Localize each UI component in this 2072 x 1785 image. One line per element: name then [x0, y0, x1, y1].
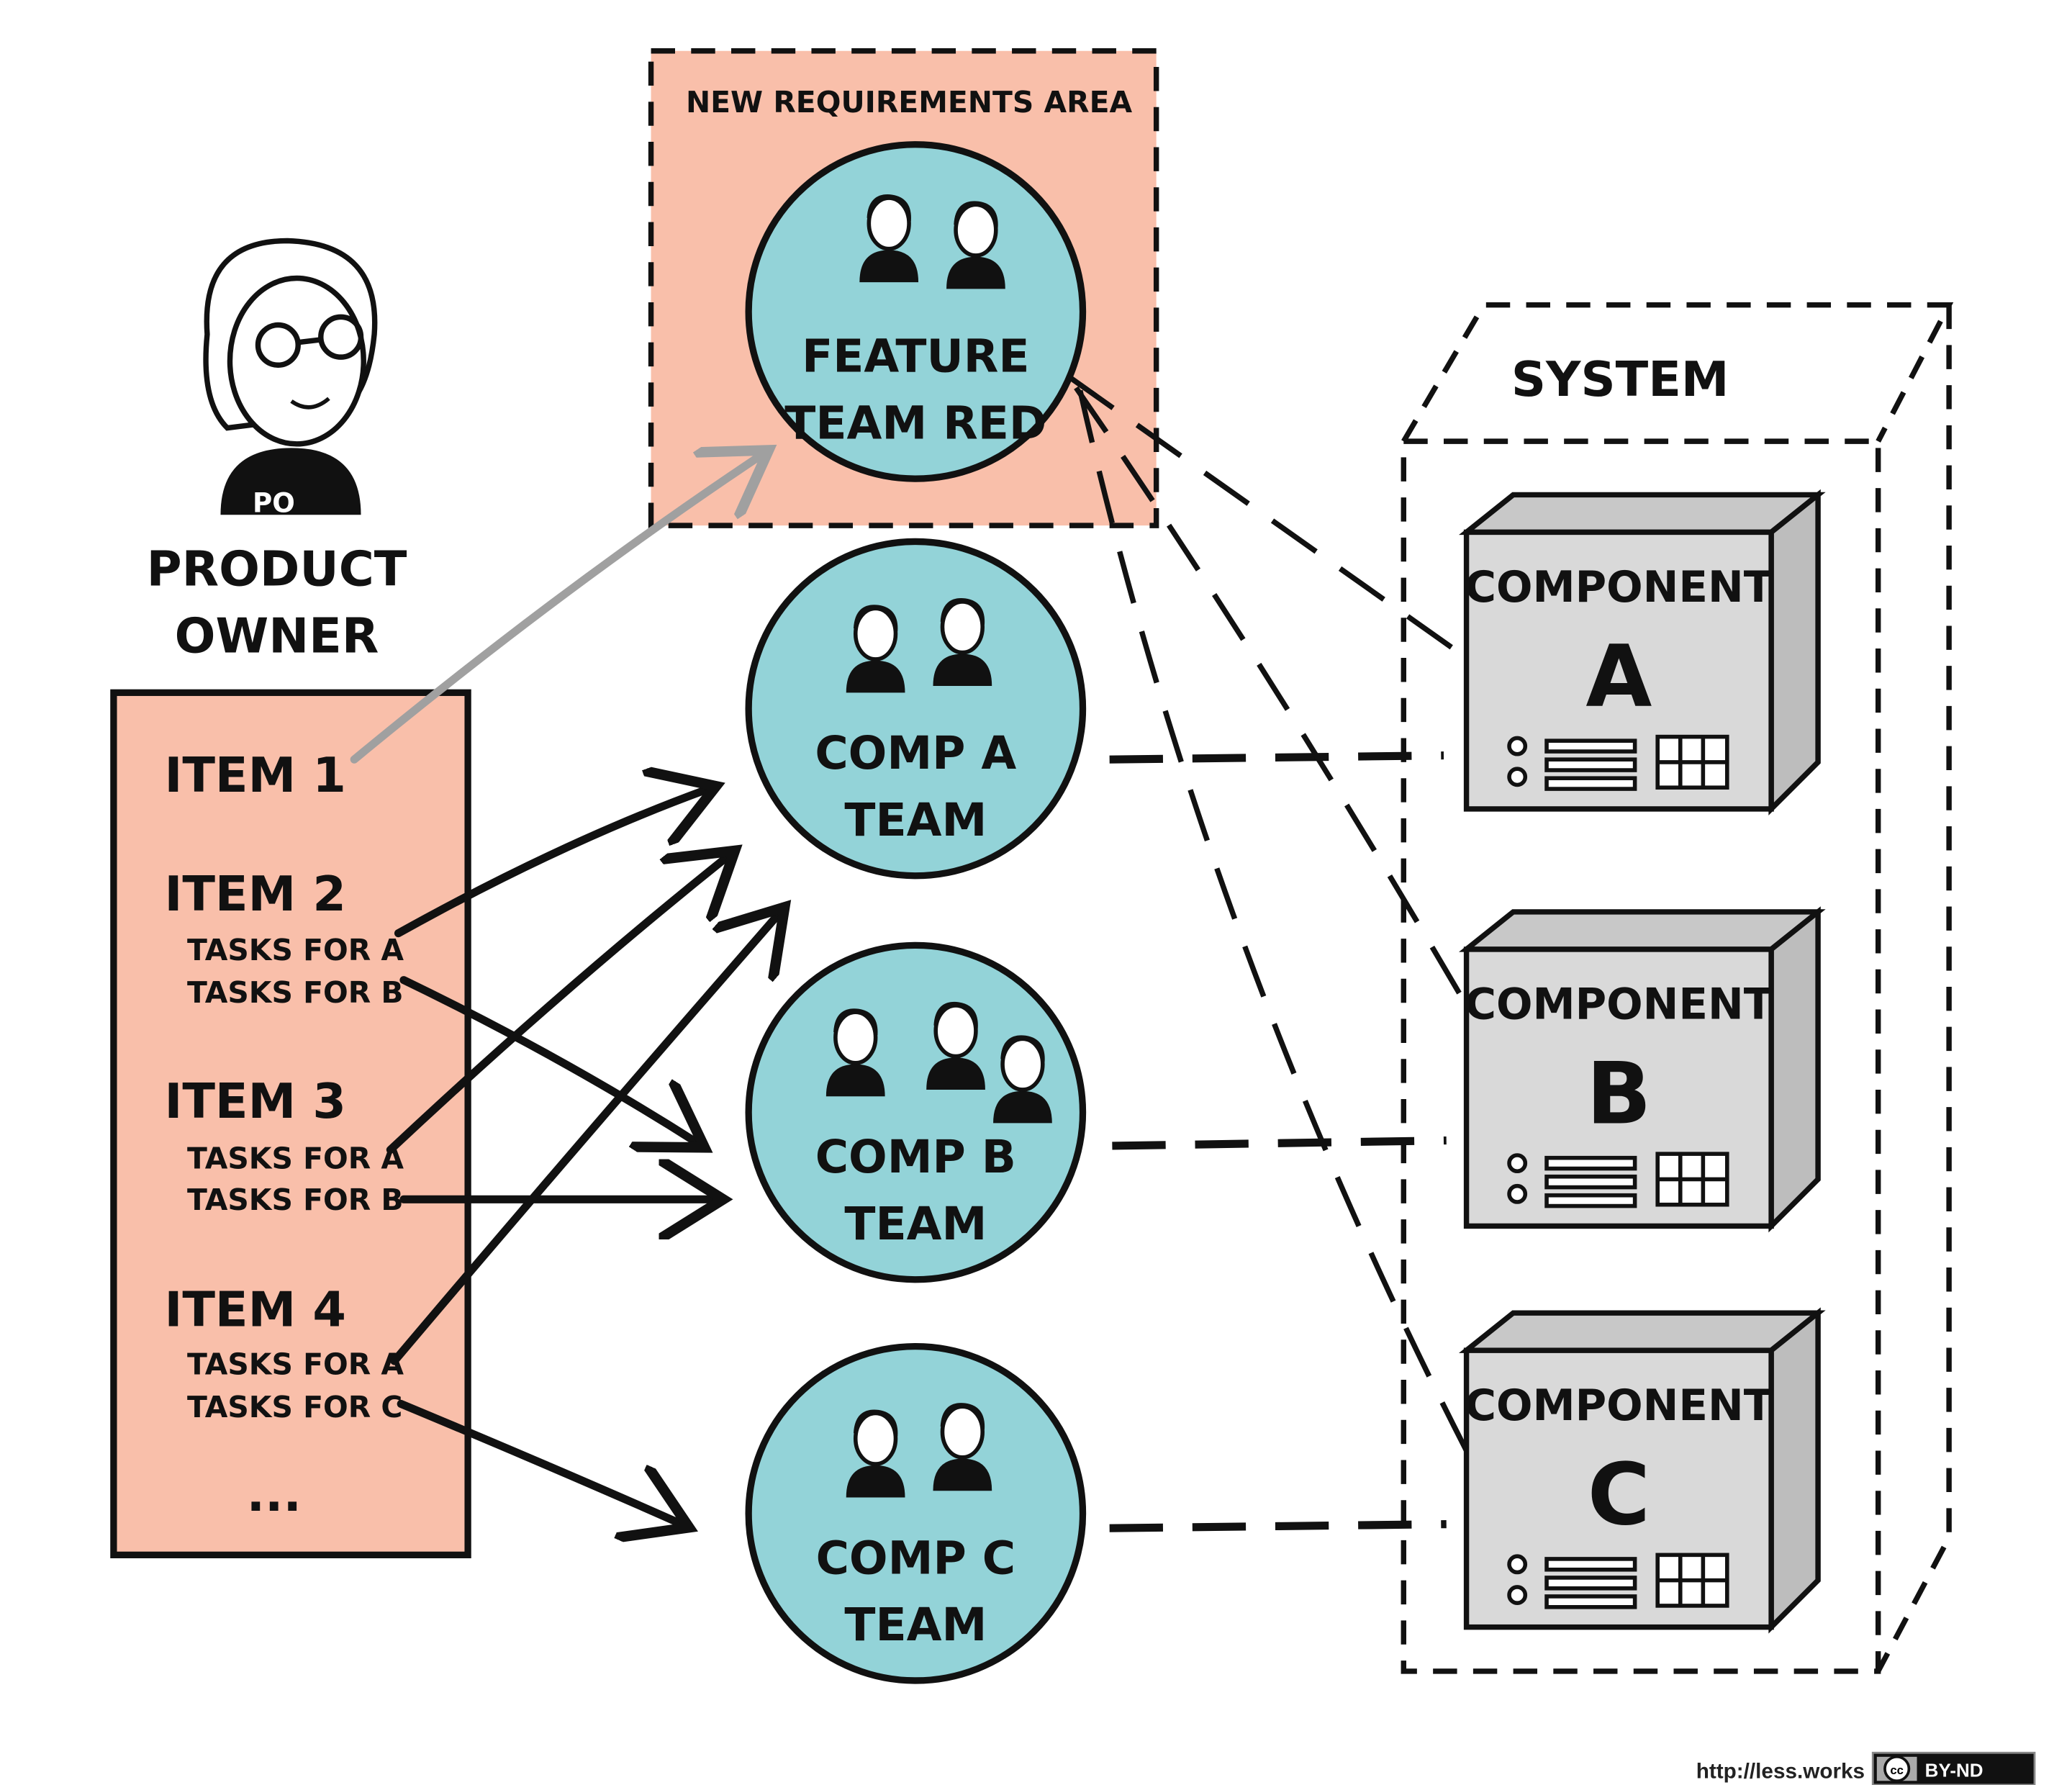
- arrow-item3-to-comp-a: [386, 856, 728, 1154]
- item-4-task-c: TASKS FOR C: [187, 1390, 402, 1424]
- system-title: SYSTEM: [1511, 351, 1729, 407]
- component-panel-icon: [1507, 1553, 1729, 1609]
- component-label: COMPONENT: [1465, 980, 1773, 1030]
- system-box-back: [1401, 302, 1954, 1673]
- team-name-line1: COMP A: [815, 726, 1016, 779]
- backlog-item-2[interactable]: ITEM 2: [164, 866, 346, 922]
- system-box-front: [1401, 438, 1881, 1674]
- team-name-line1: COMP B: [815, 1130, 1016, 1183]
- arrow-item4-to-comp-a: [390, 913, 779, 1365]
- assignment-arrows: [350, 455, 779, 1524]
- comp-c-link: [1109, 1520, 1447, 1532]
- item-3-task-a: TASKS FOR A: [187, 1142, 404, 1176]
- backlog-item-3[interactable]: ITEM 3: [164, 1073, 346, 1129]
- requirements-area-title: NEW REQUIREMENTS AREA: [686, 85, 1133, 119]
- component-label: COMPONENT: [1465, 563, 1773, 613]
- component-letter: B: [1586, 1044, 1652, 1144]
- team-comp-b[interactable]: COMP B TEAM: [745, 941, 1087, 1283]
- arrow-item2-to-comp-a: [394, 789, 709, 938]
- component-panel-icon: [1507, 734, 1729, 791]
- team-circle: [745, 1342, 1087, 1684]
- backlog-item-4[interactable]: ITEM 4: [164, 1282, 346, 1338]
- license-label: BY-ND: [1925, 1760, 1983, 1781]
- system: SYSTEM: [1401, 302, 1954, 1674]
- team-circle: [745, 538, 1087, 880]
- backlog-item-1[interactable]: ITEM 1: [164, 747, 346, 803]
- credit-url[interactable]: http://less.works: [1696, 1760, 1865, 1784]
- item-3-task-b: TASKS FOR B: [187, 1183, 404, 1217]
- team-name-line2: TEAM: [844, 1197, 987, 1250]
- component-b[interactable]: COMPONENT B: [1458, 906, 1826, 1233]
- component-letter: A: [1585, 628, 1652, 727]
- arrow-item1-to-feature-team: [350, 455, 762, 764]
- feature-team-link-b: [1074, 386, 1469, 1007]
- component-letter: C: [1588, 1446, 1650, 1545]
- item-2-task-a: TASKS FOR A: [187, 933, 404, 967]
- credit: http://less.works cc BY-ND: [1696, 1751, 2036, 1785]
- team-circle: [745, 141, 1087, 482]
- component-panel-icon: [1507, 1152, 1729, 1208]
- arrow-item4-to-comp-c: [397, 1399, 682, 1524]
- product-owner-label-line1: PRODUCT: [147, 541, 407, 597]
- product-owner-avatar-icon: [203, 238, 378, 515]
- arrow-item2-to-comp-b: [399, 976, 698, 1144]
- team-name-line2: TEAM RED: [784, 396, 1046, 449]
- team-feature-red[interactable]: FEATURE TEAM RED: [745, 141, 1087, 482]
- team-comp-a[interactable]: COMP A TEAM: [745, 538, 1087, 880]
- product-owner: PO PRODUCT OWNER: [147, 238, 407, 664]
- team-comp-c[interactable]: COMP C TEAM: [745, 1342, 1087, 1684]
- team-circle: [745, 941, 1087, 1283]
- feature-team-link-c: [1077, 389, 1469, 1452]
- team-name-line2: TEAM: [844, 793, 987, 846]
- component-c[interactable]: COMPONENT C: [1458, 1307, 1826, 1634]
- comp-a-link: [1109, 751, 1444, 764]
- dependency-lines: [1067, 374, 1469, 1532]
- item-2-task-b: TASKS FOR B: [187, 975, 404, 1010]
- team-name-line1: FEATURE: [802, 330, 1029, 383]
- product-owner-label-line2: OWNER: [175, 608, 379, 664]
- component-label: COMPONENT: [1465, 1381, 1773, 1431]
- item-4-task-a: TASKS FOR A: [187, 1347, 404, 1382]
- component-a[interactable]: COMPONENT A: [1458, 489, 1826, 815]
- po-badge: PO: [253, 488, 295, 519]
- team-name-line2: TEAM: [844, 1598, 987, 1651]
- comp-b-link: [1112, 1136, 1447, 1150]
- cc-icon-label: cc: [1890, 1763, 1904, 1777]
- cc-icon: [1883, 1755, 1911, 1783]
- team-name-line1: COMP C: [816, 1531, 1015, 1584]
- backlog-ellipsis: ...: [247, 1466, 302, 1522]
